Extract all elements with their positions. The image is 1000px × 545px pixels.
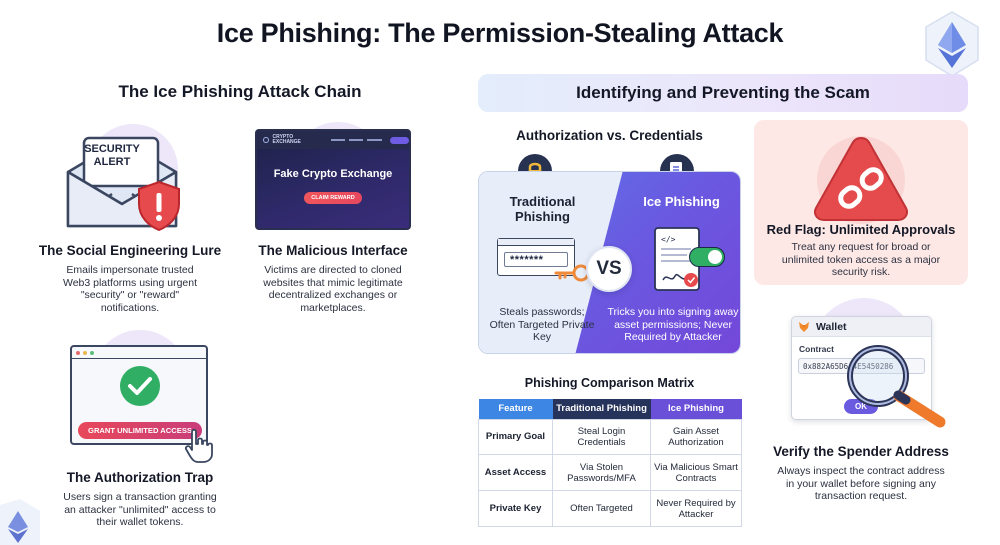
warning-shield-icon bbox=[138, 180, 180, 232]
security-alert-badge: SECURITY ALERT bbox=[84, 143, 140, 168]
contract-label: Contract bbox=[799, 344, 834, 354]
matrix-cell: Gain Asset Authorization bbox=[650, 418, 742, 456]
matrix-cell: Via Malicious Smart Contracts bbox=[650, 454, 742, 492]
matrix-cell: Often Targeted bbox=[552, 490, 651, 527]
verify-description: Always inspect the contract address in y… bbox=[777, 465, 945, 503]
matrix-cell: Private Key bbox=[478, 490, 553, 527]
toggle-icon bbox=[689, 247, 725, 267]
page-title: Ice Phishing: The Permission-Stealing At… bbox=[216, 18, 784, 48]
red-flag-description: Treat any request for broad or unlimited… bbox=[781, 241, 941, 279]
vs-badge: VS bbox=[586, 246, 632, 292]
comparison-card: Traditional Phishing Ice Phishing ******… bbox=[478, 171, 741, 354]
ethereum-icon bbox=[925, 11, 979, 77]
prevention-heading: Identifying and Preventing the Scam bbox=[478, 74, 968, 112]
matrix-header-ice: Ice Phishing bbox=[650, 399, 742, 419]
exchange-brand: CRYPTO EXCHANGE bbox=[272, 134, 301, 145]
authorization-vs-credentials-heading: Authorization vs. Credentials bbox=[516, 128, 703, 143]
traditional-phishing-label: Traditional Phishing bbox=[509, 194, 576, 224]
traditional-phishing-description: Steals passwords; Often Targeted Private… bbox=[489, 306, 595, 344]
table-row: Private Key Often Targeted Never Require… bbox=[478, 490, 742, 527]
claim-reward-button: CLAIM REWARD bbox=[304, 192, 362, 204]
table-row: Primary Goal Steal Login Credentials Gai… bbox=[478, 418, 742, 456]
contract-document-icon: </> bbox=[654, 227, 700, 291]
fake-exchange-title: Fake Crypto Exchange bbox=[273, 168, 393, 180]
interface-title: The Malicious Interface bbox=[258, 243, 408, 258]
matrix-cell: Via Stolen Passwords/MFA bbox=[552, 454, 651, 492]
trap-title: The Authorization Trap bbox=[66, 470, 214, 485]
password-window: ******* bbox=[497, 238, 575, 276]
table-row: Asset Access Via Stolen Passwords/MFA Vi… bbox=[478, 454, 742, 492]
fox-wallet-icon bbox=[799, 321, 809, 332]
key-icon bbox=[554, 264, 589, 282]
broken-link-icon bbox=[814, 136, 908, 224]
fake-exchange-window: CRYPTO EXCHANGE Fake Crypto Exchange CLA… bbox=[255, 129, 411, 230]
grant-unlimited-access-button: GRANT UNLIMITED ACCESS bbox=[78, 422, 202, 439]
svg-text:</>: </> bbox=[661, 235, 676, 244]
matrix-cell: Asset Access bbox=[478, 454, 553, 492]
password-field: ******* bbox=[504, 252, 568, 267]
matrix-cell: Steal Login Credentials bbox=[552, 418, 651, 456]
comparison-matrix: Feature Traditional Phishing Ice Phishin… bbox=[478, 399, 742, 527]
trap-description: Users sign a transaction granting an att… bbox=[63, 491, 217, 529]
pointer-hand-icon bbox=[184, 428, 213, 463]
lure-description: Emails impersonate trusted Web3 platform… bbox=[62, 264, 198, 314]
ethereum-icon bbox=[0, 499, 40, 545]
logo-icon bbox=[263, 137, 269, 143]
interface-description: Victims are directed to cloned websites … bbox=[263, 264, 403, 314]
wallet-title: Wallet bbox=[816, 320, 847, 333]
matrix-cell: Primary Goal bbox=[478, 418, 553, 456]
verify-title: Verify the Spender Address bbox=[773, 444, 949, 459]
matrix-header-traditional: Traditional Phishing bbox=[552, 399, 651, 419]
contract-address: 0x882A65D6A4E5450286 bbox=[798, 358, 925, 374]
attack-chain-heading: The Ice Phishing Attack Chain bbox=[118, 82, 362, 101]
lure-title: The Social Engineering Lure bbox=[38, 243, 222, 258]
red-flag-title: Red Flag: Unlimited Approvals bbox=[766, 222, 956, 237]
matrix-header-feature: Feature bbox=[478, 399, 553, 419]
ice-phishing-label: Ice Phishing bbox=[643, 194, 720, 209]
red-flag-card: Red Flag: Unlimited Approvals Treat any … bbox=[754, 120, 968, 285]
ice-phishing-description: Tricks you into signing away asset permi… bbox=[607, 306, 739, 344]
magnifier-icon bbox=[847, 345, 946, 428]
checkmark-icon bbox=[120, 366, 160, 406]
comparison-matrix-heading: Phishing Comparison Matrix bbox=[524, 376, 695, 390]
matrix-cell: Never Required by Attacker bbox=[650, 490, 742, 527]
